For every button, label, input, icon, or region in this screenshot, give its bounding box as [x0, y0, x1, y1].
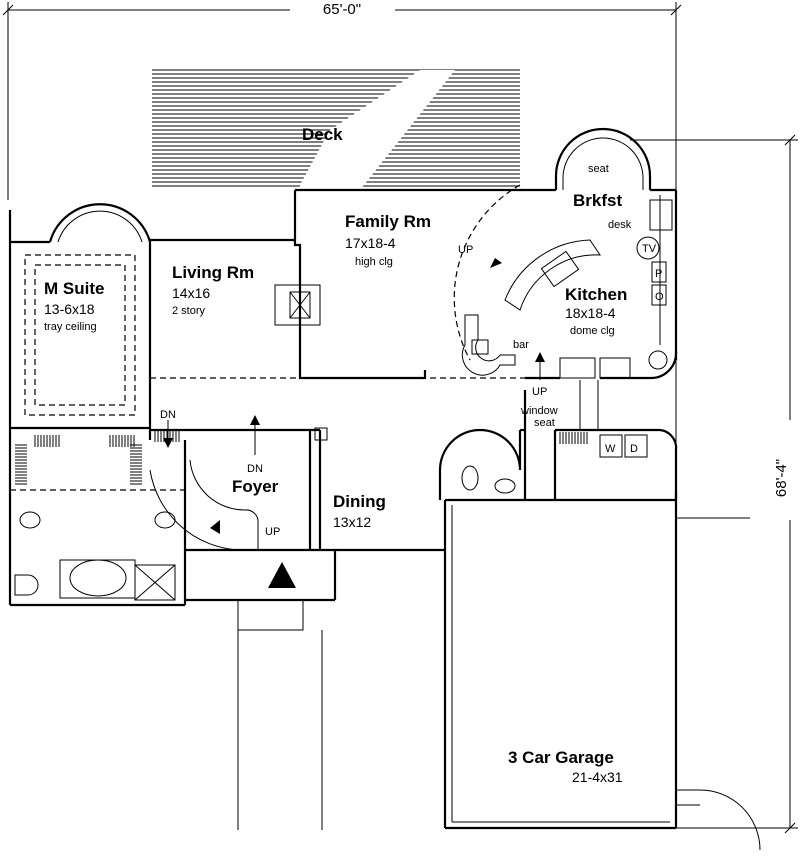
master-suite-size: 13-6x18 — [44, 301, 95, 317]
deck-open-area — [300, 70, 455, 190]
up-kitchen-label: UP — [532, 386, 547, 398]
window-seat-label-1: window — [520, 405, 558, 417]
bar-counter — [461, 314, 516, 376]
dryer-label: D — [630, 443, 638, 455]
desk-label: desk — [608, 219, 632, 231]
dining-size: 13x12 — [333, 514, 371, 530]
dn-foyer-label: DN — [247, 463, 263, 475]
bath-fixtures — [14, 434, 648, 601]
garage-label: 3 Car Garage — [508, 748, 614, 767]
family-room-size: 17x18-4 — [345, 235, 396, 251]
deck-hatching — [152, 69, 520, 240]
dn-hall-label: DN — [160, 409, 176, 421]
family-room-note: high clg — [355, 256, 393, 268]
dimension-lines — [2, 2, 798, 834]
width-dimension: 65'-0" — [323, 1, 361, 18]
living-room-label: Living Rm — [172, 263, 254, 282]
window-seat-label-2: seat — [534, 417, 555, 429]
fireplace-living — [274, 284, 321, 326]
depth-dimension: 68'-4" — [773, 459, 790, 497]
living-room-note: 2 story — [172, 305, 206, 317]
deck-label: Deck — [302, 125, 343, 144]
deck-cut — [152, 190, 295, 240]
washer-label: W — [605, 443, 616, 455]
master-suite-label: M Suite — [44, 279, 104, 298]
up-foyer-label: UP — [265, 526, 280, 538]
pantry-label: P — [655, 268, 662, 280]
seat-label: seat — [588, 163, 609, 175]
kitchen-size: 18x18-4 — [565, 305, 616, 321]
tv-label: TV — [642, 243, 657, 255]
living-room-size: 14x16 — [172, 285, 210, 301]
up-family-label: UP — [458, 244, 473, 256]
kitchen-label: Kitchen — [565, 285, 627, 304]
kitchen-counters — [559, 195, 673, 379]
foyer-label: Foyer — [232, 477, 279, 496]
stair-arrows — [163, 258, 545, 534]
closet-hatching — [15, 430, 588, 485]
master-suite-note: tray ceiling — [44, 321, 97, 333]
breakfast-label: Brkfst — [573, 191, 622, 210]
foyer-stair — [149, 427, 328, 551]
garage-size: 21-4x31 — [572, 769, 623, 785]
dining-label: Dining — [333, 492, 386, 511]
oven-label: O — [655, 291, 664, 303]
bar-label: bar — [513, 339, 529, 351]
kitchen-island — [504, 239, 601, 311]
kitchen-note: dome clg — [570, 325, 615, 337]
entry-arrow-icon — [268, 562, 296, 588]
family-room-label: Family Rm — [345, 212, 431, 231]
walls — [8, 127, 761, 851]
